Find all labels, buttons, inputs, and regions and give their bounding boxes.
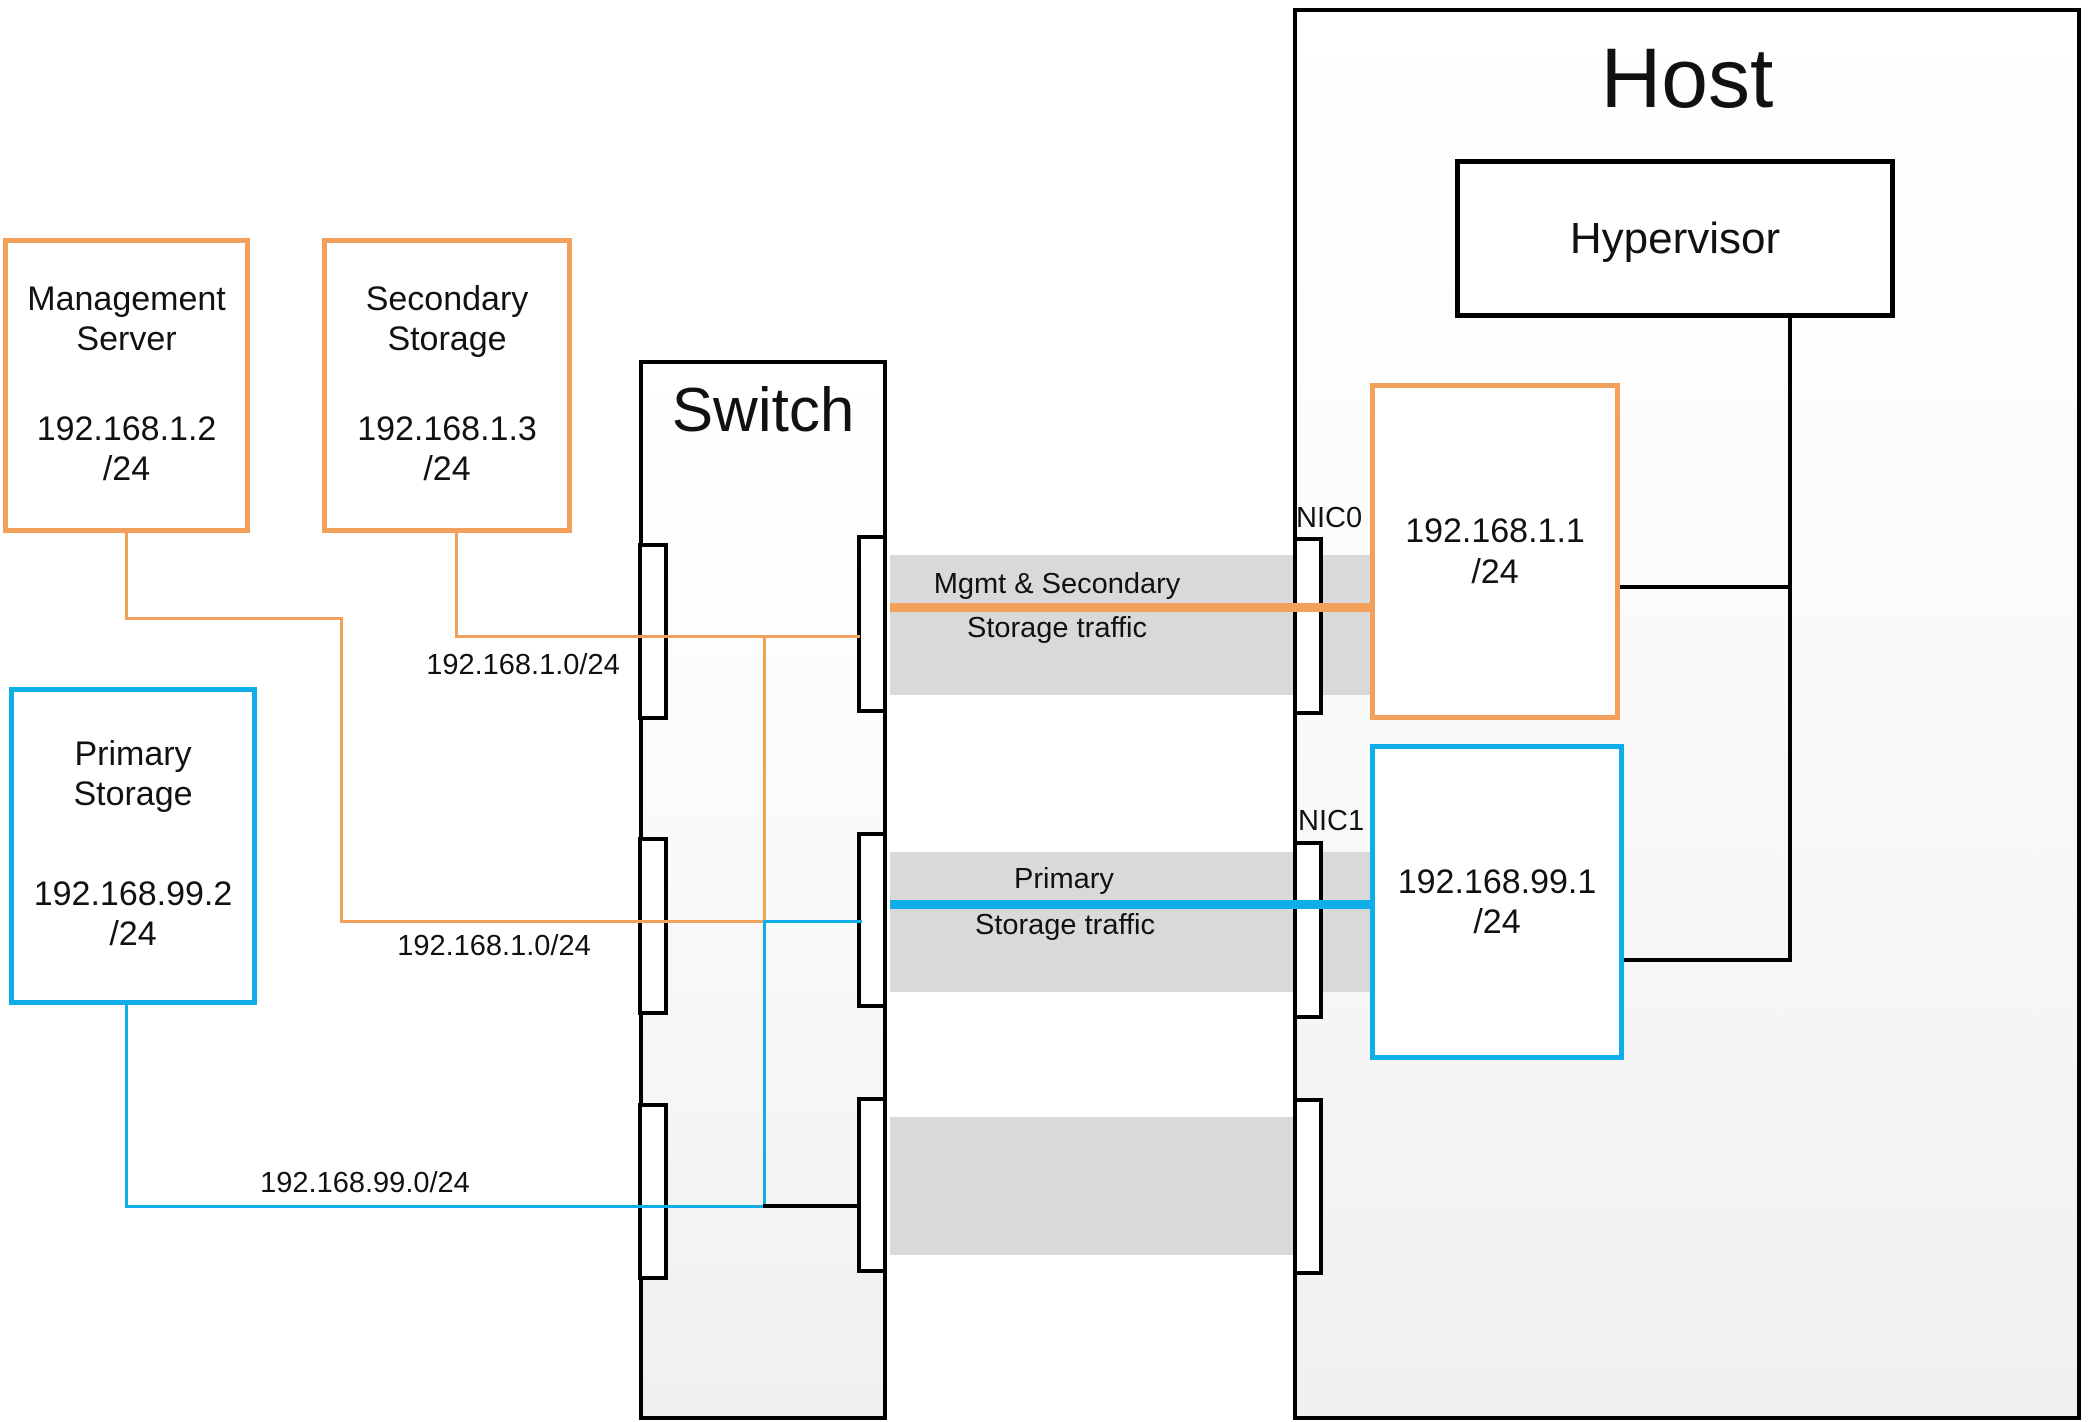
hypervisor-drop-line: [1788, 318, 1792, 962]
management-server-title: Management Server: [27, 280, 226, 359]
traffic-band-mgmt: [890, 555, 1370, 695]
switch-title: Switch: [671, 376, 855, 445]
host-port-nic1: [1293, 841, 1323, 1019]
primary-traffic-line: [890, 900, 1370, 909]
mgmt-traffic-label-line1: Mgmt & Secondary: [933, 568, 1181, 600]
primary-storage-node: Primary Storage 192.168.99.2 /24: [9, 687, 257, 1005]
nic1-hypervisor-link: [1624, 958, 1790, 962]
switch-internal-blue-bus: [763, 920, 766, 1208]
secondary-storage-ip: 192.168.1.3: [357, 410, 537, 449]
primary-traffic-label-line2: Storage traffic: [974, 909, 1155, 941]
mgmt-traffic-label-line2: Storage traffic: [966, 612, 1147, 644]
hypervisor-box: Hypervisor: [1455, 159, 1895, 318]
secondary-storage-node: Secondary Storage 192.168.1.3 /24: [322, 238, 572, 533]
management-server-ip: 192.168.1.2: [36, 410, 217, 449]
switch-internal-blue-row2: [763, 920, 862, 923]
management-link-vertical-1: [125, 533, 128, 619]
primary-link-vertical: [125, 1005, 128, 1208]
nic1-mask: /24: [1473, 903, 1521, 941]
switch-port-right-1: [857, 535, 887, 713]
secondary-storage-mask: /24: [423, 450, 471, 489]
management-server-node: Management Server 192.168.1.2 /24: [3, 238, 250, 533]
switch-port-left-2: [638, 837, 668, 1015]
hypervisor-title: Hypervisor: [1569, 213, 1781, 263]
secondary-link-vertical: [455, 533, 458, 637]
subnet-label-secondary: 192.168.1.0/24: [426, 649, 620, 681]
nic0-box: 192.168.1.1 /24: [1370, 383, 1620, 720]
primary-storage-mask: /24: [109, 915, 157, 954]
nic0-mask: /24: [1471, 552, 1519, 591]
nic1-label: NIC1: [1298, 805, 1365, 837]
management-link-horizontal-2: [340, 920, 765, 923]
primary-storage-ip: 192.168.99.2: [33, 875, 233, 914]
switch-internal-orange-bus: [763, 636, 766, 923]
primary-storage-title: Primary Storage: [73, 735, 193, 814]
switch-port-right-3: [857, 1097, 887, 1273]
nic1-ip: 192.168.99.1: [1397, 862, 1597, 901]
nic0-label: NIC0: [1296, 502, 1363, 534]
switch-port-left-1: [638, 543, 668, 720]
nic1-box: 192.168.99.1 /24: [1370, 744, 1624, 1060]
host-port-nic0: [1293, 537, 1323, 715]
management-server-mask: /24: [102, 450, 151, 489]
nic0-ip: 192.168.1.1: [1405, 512, 1585, 551]
primary-traffic-label-line1: Primary: [1014, 863, 1114, 895]
nic0-hypervisor-link: [1620, 585, 1790, 589]
subnet-label-management: 192.168.1.0/24: [397, 930, 591, 962]
host-title: Host: [1600, 31, 1774, 125]
switch-internal-black-row3: [763, 1204, 860, 1208]
management-link-vertical-2: [340, 617, 343, 923]
primary-link-horizontal: [125, 1205, 765, 1208]
secondary-link-horizontal: [455, 635, 860, 638]
management-link-horizontal-1: [125, 617, 343, 620]
host-port-unused: [1293, 1098, 1323, 1275]
mgmt-traffic-line: [890, 603, 1370, 612]
traffic-band-unused: [890, 1117, 1293, 1255]
traffic-band-primary: [890, 852, 1370, 992]
subnet-label-primary: 192.168.99.0/24: [260, 1167, 470, 1199]
secondary-storage-title: Secondary Storage: [365, 280, 529, 359]
switch-port-left-3: [638, 1103, 668, 1280]
